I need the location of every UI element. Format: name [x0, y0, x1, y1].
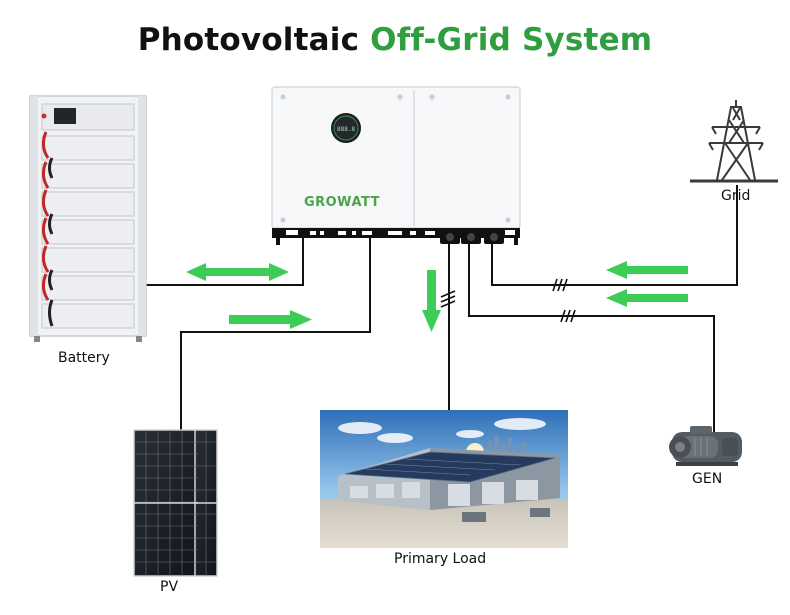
gen-flow-arrow [606, 289, 688, 307]
title-part2: Off-Grid System [370, 22, 653, 58]
diagram-title: Photovoltaic Off-Grid System [0, 22, 790, 58]
generator-icon [669, 426, 742, 466]
label-primary-load: Primary Load [394, 551, 487, 567]
battery-wire [142, 236, 304, 286]
wires [142, 185, 738, 432]
label-pv: PV [160, 579, 179, 595]
solar-panel-icon [133, 429, 218, 577]
inverter-brand: GROWATT [304, 195, 380, 210]
load-flow-arrow [422, 270, 441, 332]
inverter-display: 888.8 [337, 126, 355, 133]
label-grid: Grid [721, 188, 751, 204]
battery-flow-arrow [186, 263, 289, 281]
pv-wire [180, 236, 371, 430]
gen-wire [468, 236, 715, 432]
pv-flow-arrow [229, 310, 312, 329]
factory-icon [320, 410, 568, 548]
cable-ticks [440, 278, 576, 323]
flow-arrows [186, 261, 688, 332]
inverter-icon: 888.8 GROWATT [271, 86, 521, 245]
grid-wire [491, 185, 738, 286]
transmission-tower-icon [690, 100, 778, 183]
battery-rack-icon [29, 95, 147, 342]
title-part1: Photovoltaic [137, 22, 371, 58]
label-battery: Battery [58, 350, 110, 366]
grid-flow-arrow [606, 261, 688, 279]
label-gen: GEN [692, 471, 723, 487]
